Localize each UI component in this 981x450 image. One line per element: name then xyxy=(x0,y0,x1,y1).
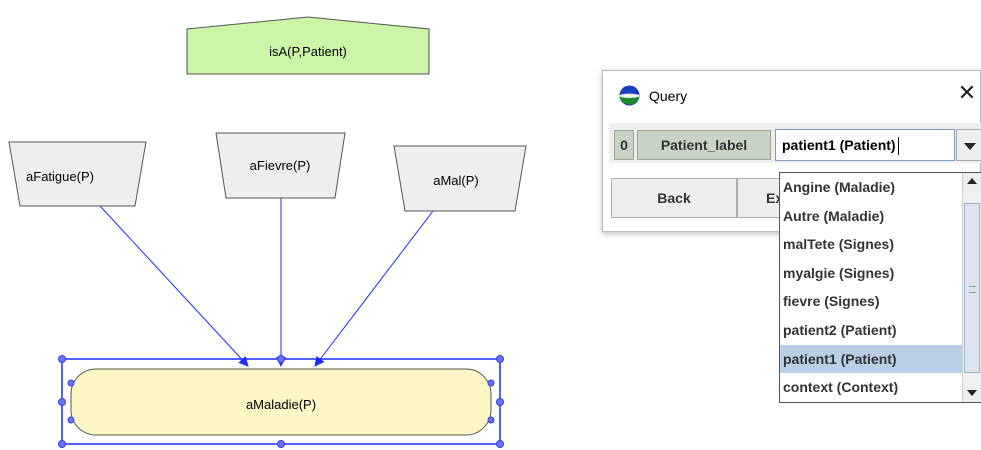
edge-afatigue-amaladie[interactable] xyxy=(99,205,249,367)
list-item[interactable]: fievre (Signes) xyxy=(783,293,880,310)
node-afatigue-label: aFatigue(P) xyxy=(26,169,94,184)
handle[interactable] xyxy=(487,416,495,424)
list-item[interactable]: myalgie (Signes) xyxy=(783,264,895,281)
row-label: Patient_label xyxy=(637,130,771,160)
handle[interactable] xyxy=(277,440,285,448)
edge-amal-amaladie[interactable] xyxy=(314,210,434,367)
handle[interactable] xyxy=(58,355,66,363)
combobox-dropdown: Angine (Maladie) Autre (Maladie) malTete… xyxy=(779,172,981,403)
node-amal-label: aMal(P) xyxy=(433,173,479,188)
value-combobox[interactable]: patient1 (Patient) xyxy=(775,129,981,161)
node-afievre[interactable]: aFievre(P) xyxy=(215,132,346,199)
chevron-down-icon[interactable] xyxy=(956,129,981,161)
selection-handles[interactable] xyxy=(58,355,504,448)
list-item[interactable]: Angine (Maladie) xyxy=(783,179,896,195)
handle[interactable] xyxy=(67,379,75,387)
handle[interactable] xyxy=(58,440,66,448)
handle[interactable] xyxy=(67,416,75,424)
scroll-thumb[interactable] xyxy=(964,203,980,373)
node-afatigue[interactable]: aFatigue(P) xyxy=(8,141,147,207)
row-index: 0 xyxy=(614,130,634,160)
node-amaladie[interactable]: aMaladie(P) xyxy=(70,368,492,436)
scrollbar[interactable] xyxy=(962,173,981,402)
handle[interactable] xyxy=(487,379,495,387)
handle[interactable] xyxy=(496,355,504,363)
handle[interactable] xyxy=(496,398,504,406)
list-item[interactable]: malTete (Signes) xyxy=(783,236,894,253)
node-amaladie-label: aMaladie(P) xyxy=(246,397,316,412)
scroll-up-icon[interactable] xyxy=(963,173,981,191)
combobox-value: patient1 (Patient) xyxy=(782,137,896,153)
app-icon xyxy=(619,85,640,106)
handle[interactable] xyxy=(277,355,285,363)
node-isa-label: isA(P,Patient) xyxy=(269,44,347,59)
node-amal[interactable]: aMal(P) xyxy=(393,145,527,212)
text-caret xyxy=(897,137,899,156)
list-item[interactable]: Autre (Maladie) xyxy=(783,207,885,224)
node-isa[interactable]: isA(P,Patient) xyxy=(186,16,430,75)
dropdown-list: Angine (Maladie) Autre (Maladie) malTete… xyxy=(780,173,962,402)
handle[interactable] xyxy=(496,440,504,448)
list-item-selected[interactable]: patient1 (Patient) xyxy=(780,344,962,374)
list-item[interactable]: context (Context) xyxy=(783,379,899,396)
close-icon[interactable]: ✕ xyxy=(957,80,977,105)
back-button[interactable]: Back xyxy=(611,178,737,218)
grip-icon xyxy=(969,286,976,293)
combobox-field[interactable]: patient1 (Patient) xyxy=(775,129,955,161)
handle[interactable] xyxy=(58,398,66,406)
list-item[interactable]: patient2 (Patient) xyxy=(783,321,897,338)
title-bar[interactable]: Query ✕ xyxy=(603,71,980,117)
node-afievre-label: aFievre(P) xyxy=(250,158,311,173)
window-title: Query xyxy=(649,88,688,104)
scroll-down-icon[interactable] xyxy=(963,384,981,402)
query-row: 0 Patient_label patient1 (Patient) xyxy=(609,123,981,163)
